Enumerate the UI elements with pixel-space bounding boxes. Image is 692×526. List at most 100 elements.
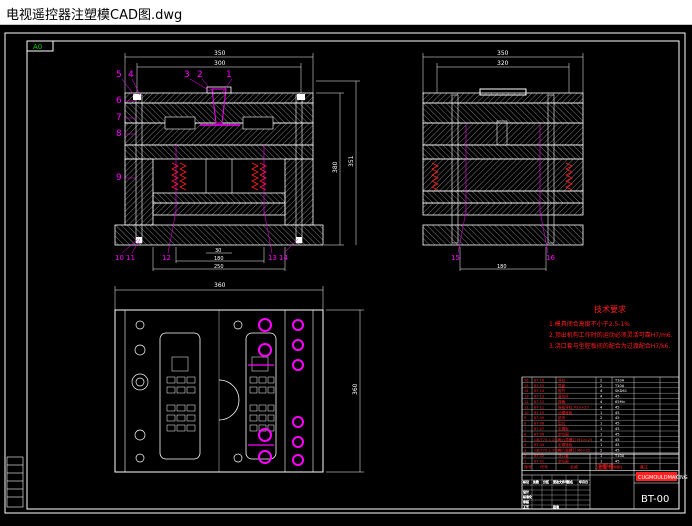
callout-4: 4 bbox=[128, 70, 134, 80]
bom-cell: 45 bbox=[615, 395, 620, 399]
side-leader-lines bbox=[457, 210, 549, 254]
window-titlebar: 电视遥控器注塑模CAD图.dwg bbox=[0, 0, 692, 25]
bom-cell: 1 bbox=[600, 422, 602, 426]
bom-cell: 13 bbox=[524, 395, 529, 399]
title-label: 批准 bbox=[553, 504, 559, 509]
bom-cell: BT-08 bbox=[534, 422, 545, 426]
org-badge bbox=[636, 472, 677, 481]
side-bottom-plate bbox=[422, 224, 584, 246]
bom-cell: 45 bbox=[615, 422, 620, 426]
bom-cell: 8 bbox=[524, 422, 527, 426]
bom-cell: 1 bbox=[600, 432, 602, 436]
bom-cell: 45 bbox=[615, 449, 620, 453]
bom-cell: 浇口套 bbox=[558, 453, 569, 458]
title-label: 年月日 bbox=[579, 479, 588, 484]
bolt-head-right bbox=[297, 94, 305, 100]
sheet-outer-border bbox=[4, 32, 686, 514]
title-label: 审核 bbox=[523, 499, 529, 504]
side-dimension-lines bbox=[422, 53, 584, 271]
bom-cell: 2 bbox=[600, 384, 602, 388]
bom-cell: BT-04 bbox=[534, 443, 545, 447]
bom-cell: 45 bbox=[615, 416, 620, 420]
bom-cell: 45 bbox=[615, 443, 620, 447]
bom-cell: BT-02 bbox=[534, 454, 544, 458]
bom-header-cell: 材料 bbox=[614, 463, 622, 469]
bom-header-cell: 代号 bbox=[540, 463, 548, 469]
side-spacer bbox=[422, 158, 584, 192]
bom-cell: 9 bbox=[524, 416, 527, 420]
bom-cell: 定模板 bbox=[558, 426, 569, 431]
dim-front-bottom-2: 180 bbox=[214, 256, 224, 262]
bom-cell: 14 bbox=[524, 389, 529, 393]
bom-cell: BT-09 bbox=[534, 416, 545, 420]
callout-1: 1 bbox=[226, 70, 232, 80]
ejector-plate bbox=[152, 202, 286, 216]
callout-15: 15 bbox=[451, 254, 460, 262]
window-title: 电视遥控器注塑模CAD图.dwg bbox=[6, 8, 183, 23]
dim-front-bottom-3: 250 bbox=[214, 264, 224, 270]
bom-cell: 4 bbox=[600, 405, 603, 409]
side-ejector-pins bbox=[465, 125, 541, 215]
title-label: 更改文件号 bbox=[553, 479, 568, 484]
bom-cell: 定位圈 bbox=[558, 458, 569, 463]
title-label: 分区 bbox=[543, 479, 549, 484]
bom-cell: 1 bbox=[600, 454, 602, 458]
dim-side-inner: 320 bbox=[497, 60, 509, 67]
callout-11: 11 bbox=[126, 254, 135, 262]
side-support-plate bbox=[422, 144, 584, 160]
bom-cell: 动模座板 bbox=[558, 410, 573, 415]
side-guide-pins bbox=[451, 94, 555, 244]
bom-cell: 5 bbox=[524, 438, 526, 442]
note-1: 1.模具闭合高度不小于2.5-1% bbox=[549, 320, 630, 328]
bom-cell: BT-06 bbox=[534, 432, 545, 436]
drawing-canvas[interactable]: A0 bbox=[0, 25, 692, 522]
drawing-number: BT-00 bbox=[641, 494, 669, 505]
cad-drawing[interactable]: A0 bbox=[0, 25, 692, 522]
remote-cavity-right bbox=[245, 332, 277, 460]
bom-cell: 15 bbox=[524, 384, 529, 388]
bom-cell: 6 bbox=[524, 432, 527, 436]
note-3: 3.浇口套与型腔板间的配合为过渡配合H7/k6. bbox=[549, 342, 670, 350]
bom-cell: 4 bbox=[600, 389, 603, 393]
return-springs bbox=[171, 162, 267, 191]
plan-ejector-cluster bbox=[248, 364, 274, 446]
spacer-block-right bbox=[284, 158, 314, 226]
bom-cell: 1 bbox=[600, 443, 602, 447]
bom-cell: 4 bbox=[524, 443, 527, 447]
bom-cell: 推杆 bbox=[558, 388, 566, 393]
side-ejector-plate bbox=[422, 202, 584, 216]
remote-cavity-left bbox=[159, 332, 201, 460]
plan-view[interactable]: 360 360 bbox=[114, 282, 364, 473]
front-section-view[interactable]: 350 300 380 351 30 180 250 5 4 3 2 1 6 7… bbox=[114, 50, 360, 271]
bom-cell: T10A bbox=[614, 384, 625, 388]
bom-cell: 导柱 bbox=[558, 377, 566, 382]
bom-cell: 65Mn bbox=[615, 400, 625, 404]
dim-front-height-1: 380 bbox=[332, 161, 339, 173]
bom-cell: 7 bbox=[524, 427, 526, 431]
note-2: 2.顶出机构工作时的运动必须灵活可靠H7/m6. bbox=[549, 331, 673, 339]
title-label: 工艺 bbox=[523, 504, 529, 509]
front-leader-lines bbox=[121, 78, 299, 254]
bom-cell: 2 bbox=[600, 449, 602, 453]
callout-5: 5 bbox=[116, 70, 122, 80]
title-label: 处数 bbox=[533, 479, 539, 484]
bom-cell: BT-11 bbox=[534, 405, 544, 409]
bom-cell: 定模座板 bbox=[558, 442, 573, 447]
title-name: 注塑模 bbox=[596, 463, 614, 471]
sheet-size-box bbox=[26, 40, 54, 52]
bom-cell: 推板导柱 M10×25 bbox=[558, 404, 589, 409]
bom-cell: 45 bbox=[615, 438, 620, 442]
notes-title: 技术要求 bbox=[594, 304, 626, 314]
bom-cell: SKD61 bbox=[615, 389, 627, 393]
title-label: 标记 bbox=[523, 479, 529, 484]
callout-6: 6 bbox=[116, 96, 122, 106]
dim-side-width: 350 bbox=[497, 50, 509, 57]
side-section-view[interactable]: 350 320 180 15 16 bbox=[422, 50, 584, 271]
bom-cell: 45 bbox=[615, 459, 620, 463]
bom-cell: 内六角螺钉 M10×25 bbox=[558, 437, 592, 442]
bom-cell: 45 bbox=[615, 427, 620, 431]
bom-cell: 内六角螺钉 M6×25 bbox=[558, 448, 590, 453]
bom-cell: 10 bbox=[524, 411, 529, 415]
callout-16: 16 bbox=[546, 254, 555, 262]
